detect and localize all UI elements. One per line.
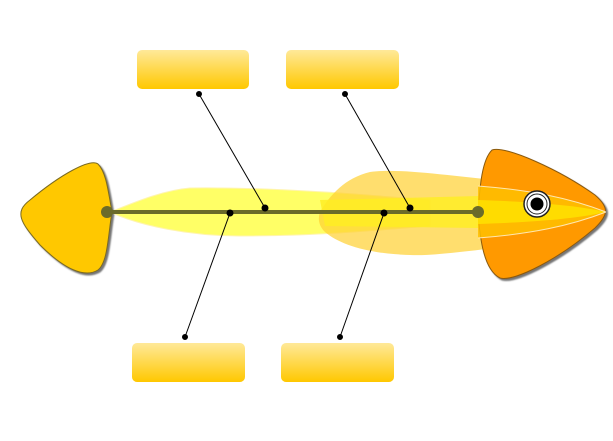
cause-box-bottom-right[interactable] xyxy=(281,343,394,382)
spine-head-node xyxy=(472,206,484,218)
cause-box-bottom-left[interactable] xyxy=(132,343,245,382)
cause-box-top-left[interactable] xyxy=(137,50,249,89)
fish-tail xyxy=(20,162,113,274)
spine-tail-node xyxy=(101,206,113,218)
bone-bottom-1 xyxy=(182,209,234,340)
bone-bottom-2 xyxy=(337,209,388,340)
bone-top-2 xyxy=(342,91,414,212)
bone-top-1 xyxy=(196,91,269,212)
cause-box-top-right[interactable] xyxy=(286,50,399,89)
fish-eye xyxy=(523,190,551,218)
head-lines xyxy=(477,185,607,239)
